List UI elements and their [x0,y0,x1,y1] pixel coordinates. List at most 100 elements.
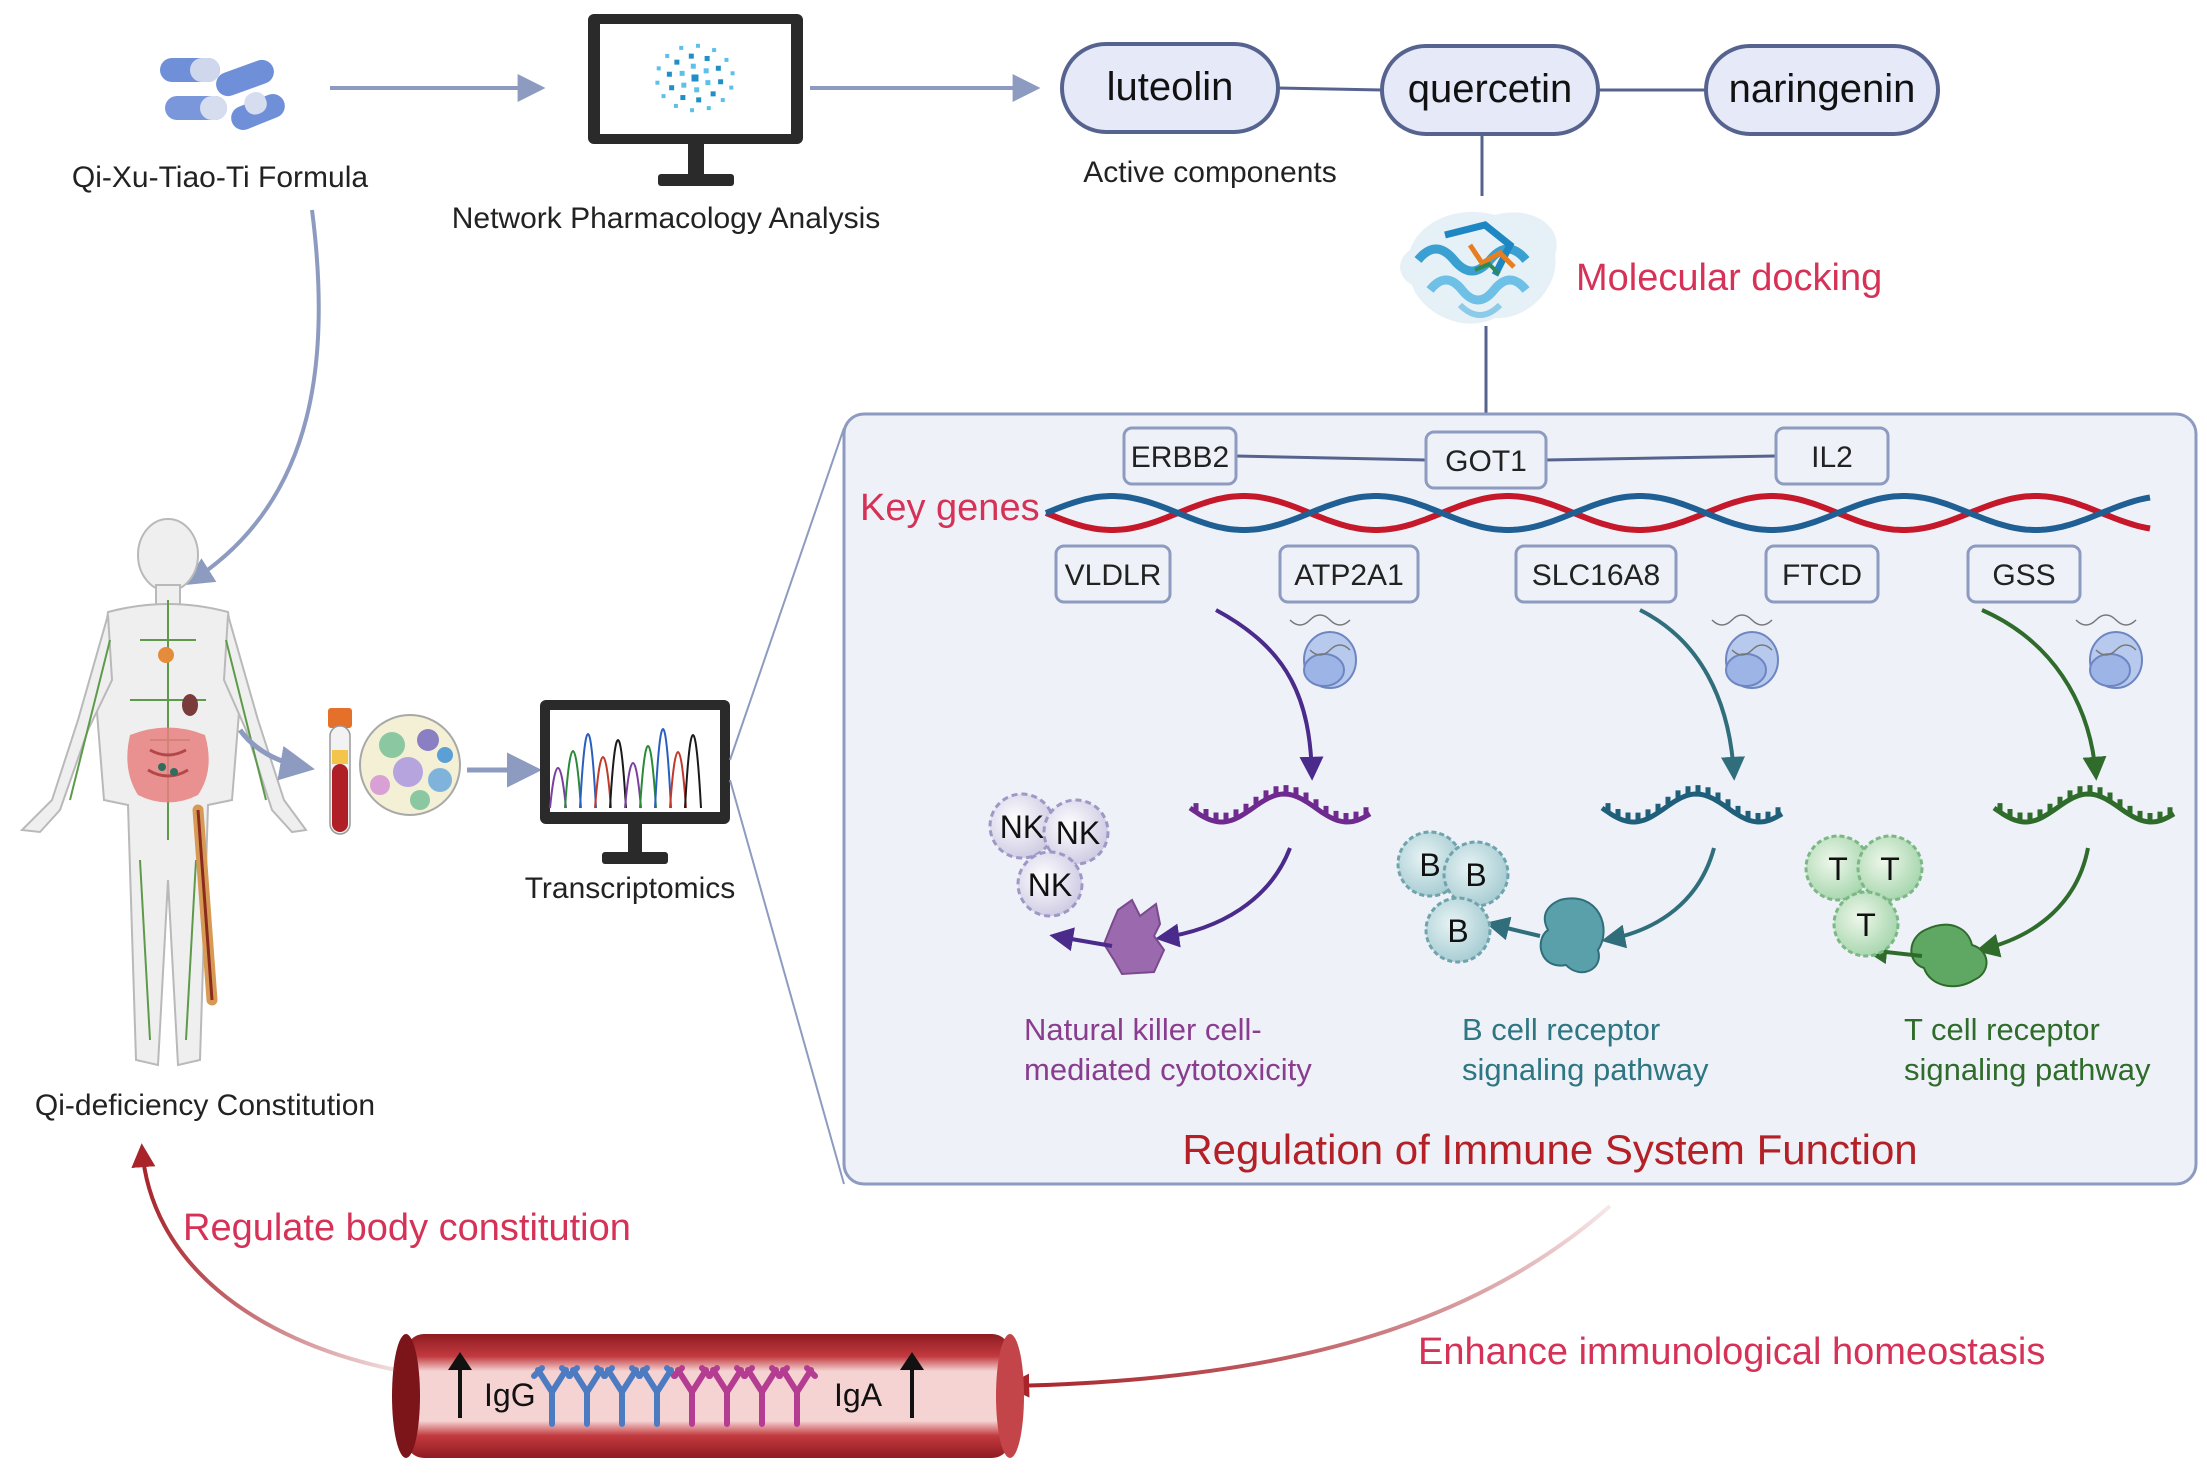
ribosome-icon [1711,614,1779,689]
ribosome-icon [1289,614,1357,689]
network-label: Network Pharmacology Analysis [452,202,881,235]
component-pill-luteolin: luteolin [1060,42,1280,134]
nk-pathway-line2: mediated cytotoxicity [1024,1052,1312,1087]
antibody-icon [566,1365,608,1427]
gene-name: ERBB2 [1131,441,1229,474]
active-components-label: Active components [1083,156,1336,189]
up-arrow-icon [448,1352,472,1418]
cell-label: NK [1028,867,1072,903]
cell-label: T [1880,851,1900,887]
antibody-icon [776,1365,818,1427]
regulate-constitution-label: Regulate body constitution [183,1207,631,1249]
formula-label: Qi-Xu-Tiao-Ti Formula [72,161,368,194]
transcriptomics-label: Transcriptomics [525,872,736,905]
up-arrow-icon [900,1352,924,1418]
molecular-docking-label: Molecular docking [1576,257,1882,299]
immune-function-title: Regulation of Immune System Function [1182,1126,1917,1173]
gene-name: GOT1 [1445,445,1527,478]
cell-label: T [1828,851,1848,887]
gene-name: VLDLR [1065,559,1162,592]
sequencing-monitor-icon [540,700,730,864]
mrna-icon [1992,785,2176,825]
zoom-line-top [729,427,845,761]
igg-label: IgG [484,1377,536,1413]
component-pill-quercetin: quercetin [1380,44,1600,136]
b-pathway-line1: B cell receptor [1462,1012,1660,1047]
t-cell-cluster: T T T [1804,834,1924,958]
antibody-icon [601,1365,643,1427]
blood-vessel-icon [392,1334,1024,1458]
dna-helix [1044,493,2151,533]
b-arrow-mrna-to-protein [1601,847,1716,949]
cell-label: B [1447,913,1468,949]
t-arrow-mrna-to-protein [1975,847,2090,958]
b-cell: B [1424,896,1492,964]
b-receptor-protein [1539,897,1605,974]
immune-panel [842,412,2198,1186]
nk-cell: NK [988,792,1056,860]
enhance-homeostasis-label: Enhance immunological homeostasis [1418,1331,2045,1373]
antibody-icon [706,1365,748,1427]
b-pathway-line2: signaling pathway [1462,1052,1709,1087]
arrow-vessel-to-constitution [131,1143,397,1372]
t-pathway-line2: signaling pathway [1904,1052,2151,1087]
nk-cell: NK [1042,798,1110,866]
nk-arrow-mrna-to-protein [1155,847,1292,948]
cell-label: B [1419,847,1440,883]
cell-label: NK [1000,809,1044,845]
cell-sample-icon [359,714,461,816]
gene-name: FTCD [1782,559,1862,592]
b-cell: B [1442,840,1510,908]
component-link-1 [1277,86,1383,92]
monitor-network-icon [588,14,803,186]
human-body-icon [19,518,308,1067]
gene-link-1 [1235,454,1427,462]
constitution-label: Qi-deficiency Constitution [35,1089,375,1122]
antibody-icon [636,1365,678,1427]
gene-name: GSS [1992,559,2055,592]
gene-name: SLC16A8 [1532,559,1660,592]
gene-name: IL2 [1811,441,1853,474]
gene-box-atp2a1: ATP2A1 [1278,544,1420,604]
ribosome-icon [2075,614,2143,689]
nk-cell: NK [1016,850,1084,918]
mrna-icon [1188,785,1372,825]
antibody-row [531,1365,818,1427]
component-pill-naringenin: naringenin [1704,44,1940,136]
cell-label: NK [1056,815,1100,851]
nk-cell-cluster: NK NK NK [988,792,1110,918]
cell-label: T [1856,907,1876,943]
gene-name: ATP2A1 [1294,559,1404,592]
gene-box-erbb2: ERBB2 [1122,426,1238,486]
cell-label: B [1465,857,1486,893]
antibody-icon [671,1365,713,1427]
protein-structure-icon [1400,211,1557,324]
gene-box-gss: GSS [1966,544,2082,604]
t-cell: T [1856,834,1924,902]
gene-box-ftcd: FTCD [1764,544,1880,604]
t-pathway-line1: T cell receptor [1904,1012,2100,1047]
gene-box-vldlr: VLDLR [1054,544,1172,604]
component-name: quercetin [1408,67,1573,111]
gene-box-slc16a8: SLC16A8 [1514,544,1678,604]
gene-link-2 [1545,454,1777,462]
gene-box-il2: IL2 [1774,426,1890,486]
blood-tube-icon [328,708,352,835]
gene-box-got1: GOT1 [1424,430,1548,490]
arrow-panel-to-vessel [1005,1204,1612,1398]
antibody-icon [741,1365,783,1427]
nk-arrow-protein-to-cells [1049,927,1113,952]
component-name: luteolin [1107,65,1234,109]
t-cell: T [1832,890,1900,958]
antibody-icon [531,1365,573,1427]
arrow-formula-to-body [185,209,321,585]
arrow-body-to-blood [237,728,315,781]
iga-label: IgA [834,1377,883,1413]
b-cell-cluster: B B B [1396,830,1510,964]
capsules-icon [160,58,285,130]
b-arrow-gene-to-mrna [1639,608,1745,781]
mrna-icon [1600,785,1784,825]
t-arrow-gene-to-mrna [1981,608,2107,781]
t-receptor-protein [1910,923,1988,988]
